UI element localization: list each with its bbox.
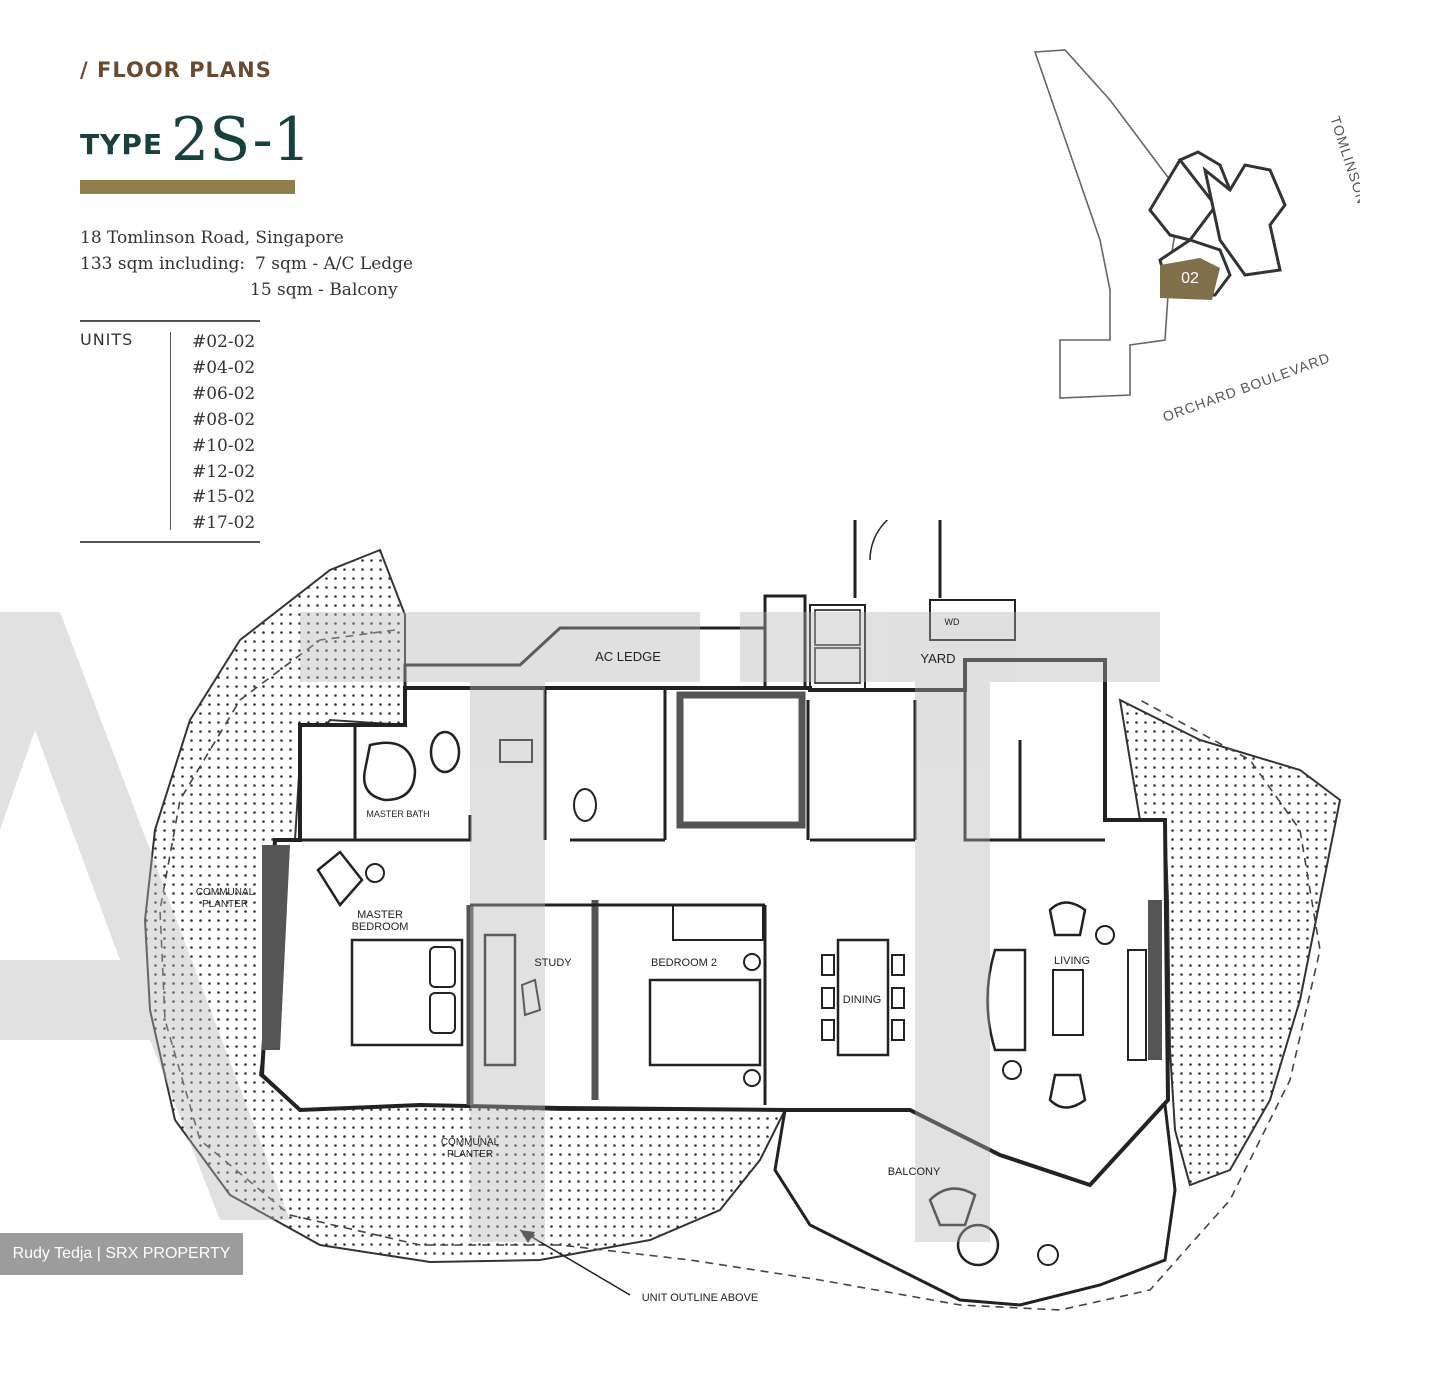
floor-plan: AC LEDGE YARD WD MASTER BATH MASTER BEDR… — [0, 520, 1342, 1311]
road-label-orchard: ORCHARD BOULEVARD — [1161, 349, 1333, 425]
section-label: / FLOOR PLANS — [80, 58, 272, 82]
door-swing — [869, 520, 889, 561]
balcony-stool-icon — [1037, 1244, 1059, 1266]
bed-2-icon — [648, 978, 762, 1067]
unit-outline-above — [159, 629, 1321, 1311]
unit-number: #15-02 — [192, 487, 256, 508]
sofa-icon — [986, 948, 1027, 1052]
address: 18 Tomlinson Road, Singapore — [80, 228, 344, 248]
lounge-chair-icon — [1048, 1073, 1087, 1109]
master-bath-walls — [298, 725, 472, 842]
unit-tag: 02 — [1181, 270, 1199, 287]
unit-walls — [259, 658, 1171, 1188]
side-table-icon — [1002, 1060, 1022, 1080]
kitchen-entry-walls — [806, 700, 917, 842]
type-code: 2S-1 — [171, 105, 311, 175]
side-table-icon — [743, 1069, 761, 1087]
units-divider — [170, 332, 171, 530]
inclusion-ac-ledge: 7 sqm - A/C Ledge — [255, 254, 414, 274]
bedroom-partitions — [466, 900, 599, 1105]
photo-credit: Rudy Tedja | SRX PROPERTY — [0, 1233, 243, 1275]
common-toilet-icon — [573, 788, 597, 822]
unit-type-heading: TYPE 2S-1 — [80, 100, 311, 170]
master-window — [262, 845, 290, 1050]
balcony-chair-icon — [928, 1187, 977, 1227]
unit-number: #17-02 — [192, 513, 256, 534]
side-table-icon — [743, 953, 761, 971]
pillow-icon — [429, 946, 456, 988]
units-label: UNITS — [80, 330, 134, 349]
label-communal-planter-south-2: PLANTER — [447, 1149, 493, 1160]
label-ac-ledge: AC LEDGE — [595, 649, 661, 664]
label-communal-planter-south-1: COMMUNAL — [441, 1137, 500, 1148]
toilet-icon — [429, 730, 461, 774]
bathtub-icon — [362, 741, 417, 802]
label-master-bath: MASTER BATH — [366, 809, 429, 819]
label-master-bedroom-1: MASTER — [357, 909, 403, 921]
unit-number: #06-02 — [192, 383, 256, 404]
label-master-bedroom-2: BEDROOM — [352, 921, 409, 933]
units-top-rule — [80, 320, 260, 322]
road-label-tomlinson: TOMLINSON ROAD — [1327, 114, 1360, 253]
balcony-table-icon — [956, 1223, 1000, 1267]
ac-unit-icon — [814, 609, 861, 646]
unit-number: #04-02 — [192, 357, 256, 378]
label-communal-planter-west-2: PLANTER — [202, 899, 248, 910]
basin-icon — [499, 739, 533, 763]
watermark — [0, 612, 1160, 1242]
type-prefix: TYPE — [80, 128, 164, 161]
wardrobe-icon — [672, 904, 764, 941]
pillow-icon — [429, 992, 456, 1034]
label-unit-outline: UNIT OUTLINE ABOVE — [642, 1292, 759, 1304]
label-study: STUDY — [534, 957, 572, 969]
study-desk-icon — [483, 933, 517, 1067]
label-yard: YARD — [920, 651, 955, 666]
living-window — [1148, 900, 1162, 1060]
units-bottom-rule — [80, 541, 260, 543]
service-corridor — [853, 520, 942, 598]
area-line: 133 sqm including: — [80, 254, 246, 274]
label-balcony: BALCONY — [888, 1166, 941, 1178]
site-boundary — [1033, 49, 1181, 399]
unit-number: #02-02 — [192, 332, 256, 352]
dining-table-icon — [836, 938, 890, 1057]
label-wd: WD — [945, 617, 960, 627]
unit-number: #12-02 — [192, 461, 256, 482]
label-communal-planter-west-1: COMMUNAL — [196, 887, 255, 898]
outline-pointer — [519, 1229, 631, 1296]
armchair-icon — [316, 850, 364, 908]
key-plan: 02 TOMLINSON ROAD ORCHARD BOULEVARD — [1033, 49, 1360, 425]
side-table-icon — [1095, 925, 1115, 945]
coffee-table-icon — [1052, 969, 1084, 1036]
lounge-chair-icon — [1048, 901, 1087, 937]
outline-arrowhead — [520, 1230, 535, 1243]
store-room — [676, 691, 806, 829]
study-chair-icon — [520, 978, 542, 1017]
washer-dryer — [929, 599, 1016, 641]
units-list: #02-02 #04-02 #06-02 #08-02 #10-02 #12-0… — [192, 330, 255, 537]
accent-bar — [80, 180, 295, 194]
label-living: LIVING — [1054, 955, 1090, 967]
unit-number: #10-02 — [192, 435, 256, 456]
kitchen-walls — [963, 690, 1105, 842]
ac-unit-icon — [814, 647, 861, 684]
dining-chairs — [821, 954, 905, 1041]
label-dining: DINING — [843, 994, 882, 1006]
tower-block-3 — [1202, 163, 1287, 277]
side-table-icon — [365, 863, 385, 883]
unit-number: #08-02 — [192, 409, 256, 430]
label-bedroom-2: BEDROOM 2 — [651, 957, 717, 969]
inclusion-balcony: 15 sqm - Balcony — [250, 280, 398, 300]
unit-highlight — [1160, 258, 1220, 300]
tv-console-icon — [1127, 949, 1147, 1061]
wc-walls — [543, 690, 667, 842]
